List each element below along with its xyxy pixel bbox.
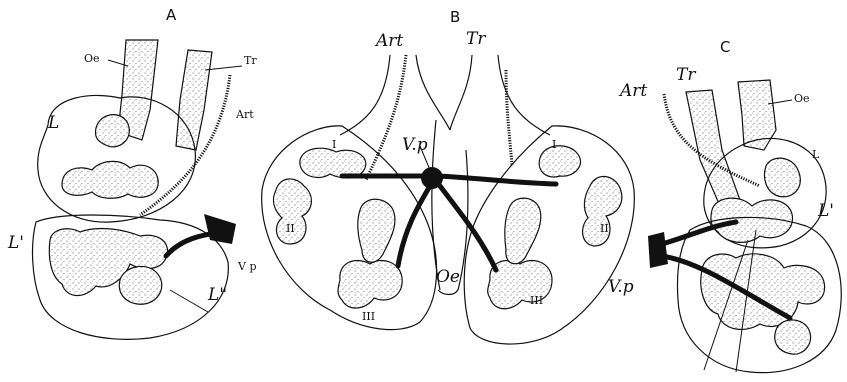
panel-c-tr-label: Tr bbox=[676, 65, 696, 85]
panel-a-l-prime-label: L' bbox=[7, 233, 24, 253]
panel-b-vein-horizontal bbox=[342, 176, 556, 184]
panel-a: A Oe Tr Art L L' V p L" bbox=[7, 6, 257, 339]
panel-b-vein-left-down bbox=[398, 186, 430, 266]
panel-b-tr-label: Tr bbox=[466, 29, 486, 49]
panel-a-title: A bbox=[166, 6, 177, 24]
panel-b-right-lobule-ii bbox=[583, 176, 622, 246]
panel-c-oe-label: Oe bbox=[794, 92, 810, 105]
panel-a-lower-lobule-2 bbox=[119, 266, 161, 304]
panel-c-trachea bbox=[686, 90, 740, 206]
panel-b-vein-confluence bbox=[421, 167, 443, 189]
panel-b-vp-label: V.p bbox=[402, 135, 428, 155]
panel-b-lobe-iii-right: III bbox=[530, 294, 543, 307]
panel-b-lobe-iii-left: III bbox=[362, 310, 375, 323]
panel-c: C Art Tr Oe L L' V.p bbox=[608, 38, 841, 373]
panel-b-trachea bbox=[340, 55, 550, 135]
panel-b-lobe-ii-right: II bbox=[600, 222, 609, 235]
panel-c-lower-lobule bbox=[701, 254, 825, 330]
panel-b-title: B bbox=[450, 8, 460, 26]
panel-b-left-lobule-mid bbox=[358, 199, 395, 262]
panel-a-upper-lobule-top bbox=[96, 115, 130, 147]
panel-c-vein-trunk bbox=[648, 232, 668, 268]
panel-b-right-lobule-mid bbox=[505, 198, 541, 264]
panel-a-tr-label: Tr bbox=[244, 54, 257, 67]
panel-a-trachea bbox=[176, 50, 212, 150]
panel-c-l-label: L bbox=[812, 148, 820, 161]
panel-c-art-label: Art bbox=[618, 81, 647, 101]
panel-a-upper-lobule bbox=[62, 161, 158, 198]
panel-a-l-double-leader bbox=[170, 290, 208, 312]
panel-a-l-label: L bbox=[47, 113, 59, 133]
panel-b-lobe-i-right: I bbox=[552, 138, 556, 151]
panel-c-upper-lobule-2 bbox=[765, 158, 801, 197]
panel-b-oe-label: Oe bbox=[436, 267, 460, 287]
panel-b-artery-right bbox=[506, 70, 512, 165]
panel-a-oe-label: Oe bbox=[84, 52, 100, 65]
panel-c-vp-label: V.p bbox=[608, 277, 634, 297]
panel-b: B Art Tr V.p Oe I I II II bbox=[262, 8, 635, 344]
panel-a-vp-label: V p bbox=[237, 260, 256, 273]
panel-c-l-prime-label: L' bbox=[817, 201, 834, 221]
panel-a-l-double-label: L" bbox=[207, 285, 227, 305]
panel-c-lower-lobule-2 bbox=[775, 320, 811, 354]
panel-b-right-lobule-i bbox=[539, 146, 580, 177]
panel-b-left-lobule-iii bbox=[338, 260, 402, 308]
panel-a-vein-trunk bbox=[204, 214, 236, 244]
panel-b-lobe-ii-left: II bbox=[286, 222, 295, 235]
panel-c-title: C bbox=[720, 38, 730, 56]
panel-a-art-label: Art bbox=[235, 108, 254, 121]
panel-b-lobe-i-left: I bbox=[332, 138, 336, 151]
panel-b-art-label: Art bbox=[374, 31, 403, 51]
